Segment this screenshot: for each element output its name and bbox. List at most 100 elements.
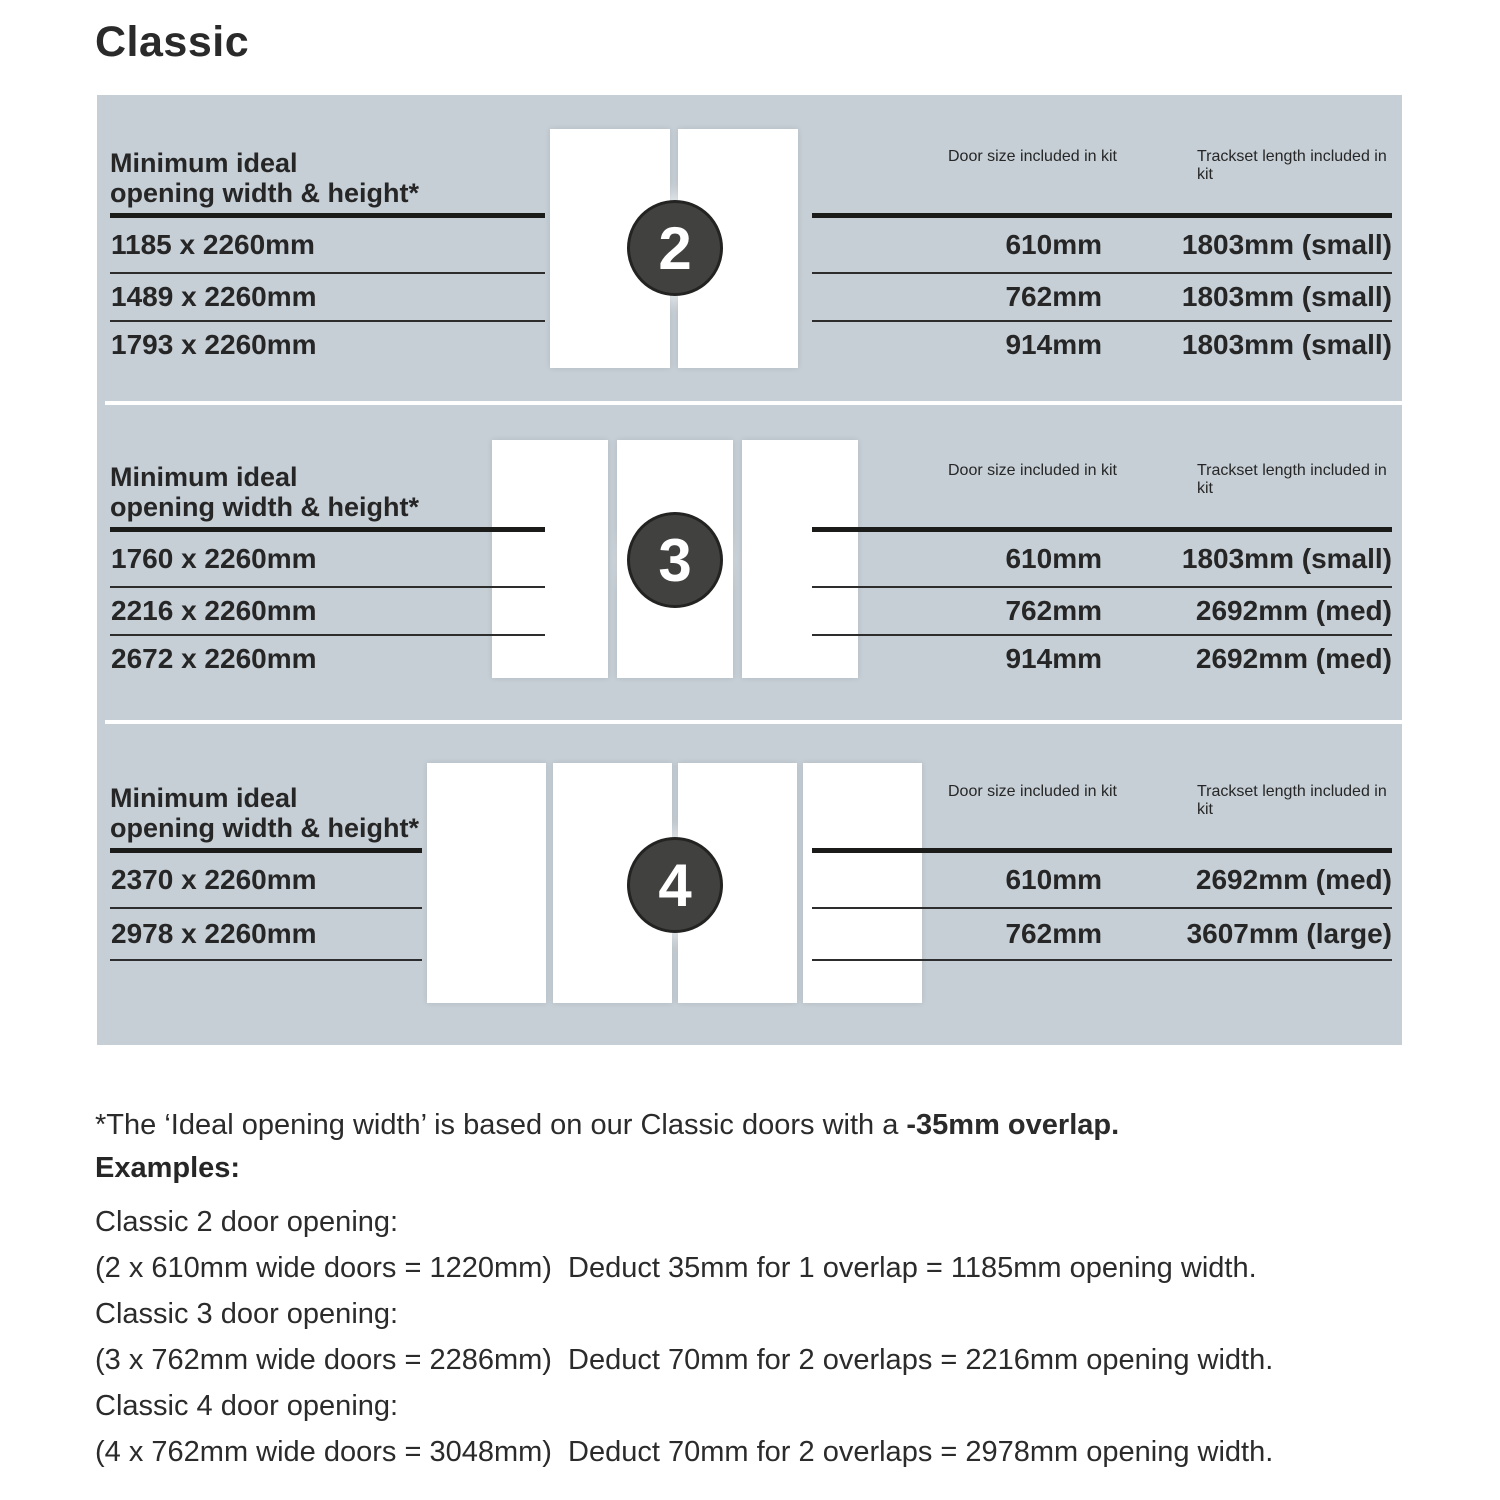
door-panel bbox=[803, 763, 922, 1003]
table-row: 2216 x 2260mm bbox=[110, 588, 545, 636]
door-count-label: 4 bbox=[658, 851, 692, 919]
door-panel bbox=[742, 440, 858, 678]
example-line: Classic 2 door opening: bbox=[95, 1206, 399, 1238]
door-size-header-line1: Door size bbox=[948, 148, 1016, 165]
table-row: 762mm 2692mm (med) bbox=[812, 588, 1392, 636]
opening-size: 1793 x 2260mm bbox=[111, 329, 317, 360]
table-row: 914mm 1803mm (small) bbox=[812, 322, 1392, 368]
opening-header-line2: opening width & height* bbox=[110, 178, 419, 208]
opening-header-line2: opening width & height* bbox=[110, 813, 419, 843]
door-size-value: 762mm bbox=[1005, 918, 1102, 949]
examples-block: Examples: Classic 2 door opening: (2 x 6… bbox=[95, 1152, 1425, 1475]
opening-size: 1185 x 2260mm bbox=[111, 229, 315, 260]
kit-column-headers: Door size included in kit Trackset lengt… bbox=[812, 462, 1392, 522]
door-size-value: 762mm bbox=[1005, 281, 1102, 312]
footnote-text: *The ‘Ideal opening width’ is based on o… bbox=[95, 1109, 907, 1141]
door-count-badge: 2 bbox=[627, 200, 723, 296]
trackset-header-line1: Trackset length bbox=[1197, 462, 1306, 479]
door-panel bbox=[427, 763, 546, 1003]
door-size-header: Door size included in kit bbox=[948, 462, 1117, 480]
examples-heading: Examples: bbox=[95, 1152, 241, 1184]
page-title: Classic bbox=[95, 18, 250, 66]
example-line: (3 x 762mm wide doors = 2286mm) Deduct 7… bbox=[95, 1344, 1274, 1376]
header-rule bbox=[110, 527, 545, 532]
trackset-value: 2692mm (med) bbox=[1195, 864, 1392, 895]
table-row: 1793 x 2260mm bbox=[110, 322, 545, 368]
table-row: 2672 x 2260mm bbox=[110, 636, 545, 682]
opening-size: 2978 x 2260mm bbox=[111, 918, 317, 949]
opening-size: 2370 x 2260mm bbox=[111, 864, 317, 895]
trackset-header-line1: Trackset length bbox=[1197, 783, 1306, 800]
door-count-label: 2 bbox=[658, 214, 692, 282]
table-row: 2370 x 2260mm bbox=[110, 853, 422, 909]
trackset-header-line2: included in kit bbox=[1197, 148, 1387, 183]
door-count-label: 3 bbox=[658, 526, 692, 594]
header-rule bbox=[812, 848, 1392, 853]
opening-column-header: Minimum ideal opening width & height* bbox=[110, 783, 422, 843]
footnote-bold-text: -35mm overlap. bbox=[906, 1109, 1120, 1141]
door-count-badge: 4 bbox=[627, 837, 723, 933]
section-divider bbox=[105, 401, 1402, 405]
trackset-value: 3607mm (large) bbox=[1186, 918, 1392, 949]
example-line: (2 x 610mm wide doors = 1220mm) Deduct 3… bbox=[95, 1252, 1257, 1284]
trackset-header: Trackset length included in kit bbox=[1197, 783, 1392, 819]
section-divider bbox=[105, 720, 1402, 724]
trackset-value: 1803mm (small) bbox=[1181, 543, 1392, 574]
table-row: 1489 x 2260mm bbox=[110, 274, 545, 322]
footnote: *The ‘Ideal opening width’ is based on o… bbox=[95, 1107, 1425, 1143]
table-row: 610mm 1803mm (small) bbox=[812, 532, 1392, 588]
opening-header-line1: Minimum ideal bbox=[110, 148, 298, 178]
door-size-header-line2: included in kit bbox=[1020, 462, 1117, 479]
table-row: 762mm 1803mm (small) bbox=[812, 274, 1392, 322]
trackset-header-line2: included in kit bbox=[1197, 783, 1387, 818]
door-size-value: 914mm bbox=[1005, 329, 1102, 360]
table-row: 2978 x 2260mm bbox=[110, 909, 422, 961]
table-row: 1760 x 2260mm bbox=[110, 532, 545, 588]
door-panel bbox=[492, 440, 608, 678]
opening-header-line1: Minimum ideal bbox=[110, 462, 298, 492]
table-row: 610mm 2692mm (med) bbox=[812, 853, 1392, 909]
door-size-header-line1: Door size bbox=[948, 783, 1016, 800]
opening-header-line2: opening width & height* bbox=[110, 492, 419, 522]
door-size-value: 610mm bbox=[1005, 864, 1102, 895]
table-row: 762mm 3607mm (large) bbox=[812, 909, 1392, 961]
kit-column-headers: Door size included in kit Trackset lengt… bbox=[812, 783, 1392, 843]
door-size-value: 914mm bbox=[1005, 643, 1102, 674]
header-rule bbox=[812, 213, 1392, 218]
opening-column-header: Minimum ideal opening width & height* bbox=[110, 462, 545, 522]
door-size-value: 610mm bbox=[1005, 229, 1102, 260]
kit-column-4door: Door size included in kit Trackset lengt… bbox=[812, 783, 1392, 961]
door-size-header-line1: Door size bbox=[948, 462, 1016, 479]
door-size-header-line2: included in kit bbox=[1020, 148, 1117, 165]
opening-column-3door: Minimum ideal opening width & height* 17… bbox=[110, 462, 545, 682]
door-size-value: 610mm bbox=[1005, 543, 1102, 574]
opening-header-line1: Minimum ideal bbox=[110, 783, 298, 813]
door-size-value: 762mm bbox=[1005, 595, 1102, 626]
door-size-header-line2: included in kit bbox=[1020, 783, 1117, 800]
table-row: 914mm 2692mm (med) bbox=[812, 636, 1392, 682]
trackset-header-line2: included in kit bbox=[1197, 462, 1387, 497]
kit-column-3door: Door size included in kit Trackset lengt… bbox=[812, 462, 1392, 682]
opening-column-4door: Minimum ideal opening width & height* 23… bbox=[110, 783, 422, 961]
trackset-header: Trackset length included in kit bbox=[1197, 148, 1392, 184]
door-size-header: Door size included in kit bbox=[948, 783, 1117, 801]
opening-column-header: Minimum ideal opening width & height* bbox=[110, 148, 545, 208]
header-rule bbox=[110, 848, 422, 853]
trackset-value: 2692mm (med) bbox=[1195, 643, 1392, 674]
kit-column-2door: Door size included in kit Trackset lengt… bbox=[812, 148, 1392, 368]
table-row: 1185 x 2260mm bbox=[110, 218, 545, 274]
door-count-badge: 3 bbox=[627, 512, 723, 608]
example-line: Classic 4 door opening: bbox=[95, 1390, 399, 1422]
header-rule bbox=[110, 213, 545, 218]
trackset-value: 1803mm (small) bbox=[1181, 329, 1392, 360]
spec-panel: 2 Minimum ideal opening width & height* … bbox=[97, 95, 1402, 1045]
table-row: 610mm 1803mm (small) bbox=[812, 218, 1392, 274]
opening-size: 1760 x 2260mm bbox=[111, 543, 317, 574]
kit-column-headers: Door size included in kit Trackset lengt… bbox=[812, 148, 1392, 208]
trackset-value: 2692mm (med) bbox=[1195, 595, 1392, 626]
trackset-header: Trackset length included in kit bbox=[1197, 462, 1392, 498]
example-line: (4 x 762mm wide doors = 3048mm) Deduct 7… bbox=[95, 1436, 1274, 1468]
example-line: Classic 3 door opening: bbox=[95, 1298, 399, 1330]
opening-column-2door: Minimum ideal opening width & height* 11… bbox=[110, 148, 545, 368]
trackset-header-line1: Trackset length bbox=[1197, 148, 1306, 165]
